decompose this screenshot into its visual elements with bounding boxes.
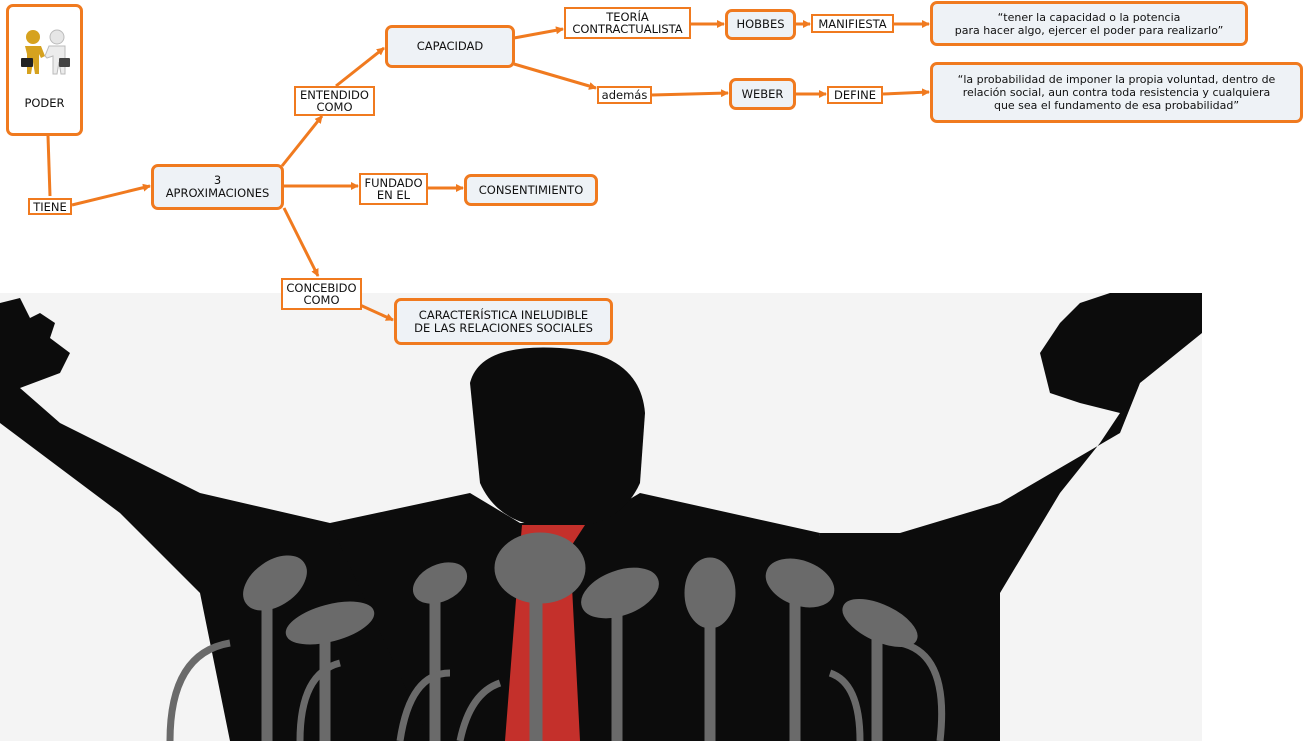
- node-poder-label: PODER: [24, 96, 65, 110]
- link-ademas[interactable]: además: [597, 86, 652, 104]
- speaker-microphones-illustration: [0, 293, 1202, 741]
- node-quote-weber[interactable]: “la probabilidad de imponer la propia vo…: [930, 62, 1303, 123]
- node-caracteristica[interactable]: CARACTERÍSTICA INELUDIBLE DE LAS RELACIO…: [394, 298, 613, 345]
- link-fundado-en-el[interactable]: FUNDADO EN EL: [359, 173, 428, 205]
- edge-ademas-weber: [651, 89, 729, 98]
- edge-define-quote: [882, 88, 930, 97]
- link-entendido-como[interactable]: ENTENDIDO COMO: [294, 86, 375, 116]
- edge-concebido-caracteristica: [359, 303, 394, 322]
- link-teoria-contractualista[interactable]: TEORÍA CONTRACTUALISTA: [564, 7, 691, 39]
- node-weber[interactable]: WEBER: [729, 78, 796, 110]
- link-concebido-como[interactable]: CONCEBIDO COMO: [281, 278, 362, 310]
- edge-poder-tiene: [46, 135, 52, 197]
- node-quote-hobbes[interactable]: “tener la capacidad o la potencia para h…: [930, 1, 1248, 46]
- handshake-people-icon: [19, 15, 71, 83]
- edge-tiene-aproximaciones: [71, 183, 151, 207]
- edge-aproximaciones-entendido: [280, 115, 324, 167]
- link-tiene[interactable]: TIENE: [28, 198, 72, 215]
- node-capacidad[interactable]: CAPACIDAD: [385, 25, 515, 68]
- edge-capacidad-ademas: [513, 62, 597, 90]
- node-hobbes[interactable]: HOBBES: [725, 9, 796, 40]
- link-define[interactable]: DEFINE: [827, 86, 883, 104]
- edge-capacidad-teoria: [513, 26, 564, 40]
- node-consentimiento[interactable]: CONSENTIMIENTO: [464, 174, 598, 206]
- edge-entendido-capacidad: [335, 46, 385, 88]
- node-poder[interactable]: PODER: [6, 4, 83, 136]
- node-3-aproximaciones[interactable]: 3 APROXIMACIONES: [151, 164, 284, 210]
- link-manifiesta[interactable]: MANIFIESTA: [811, 14, 894, 33]
- edge-aproximaciones-concebido: [282, 207, 320, 277]
